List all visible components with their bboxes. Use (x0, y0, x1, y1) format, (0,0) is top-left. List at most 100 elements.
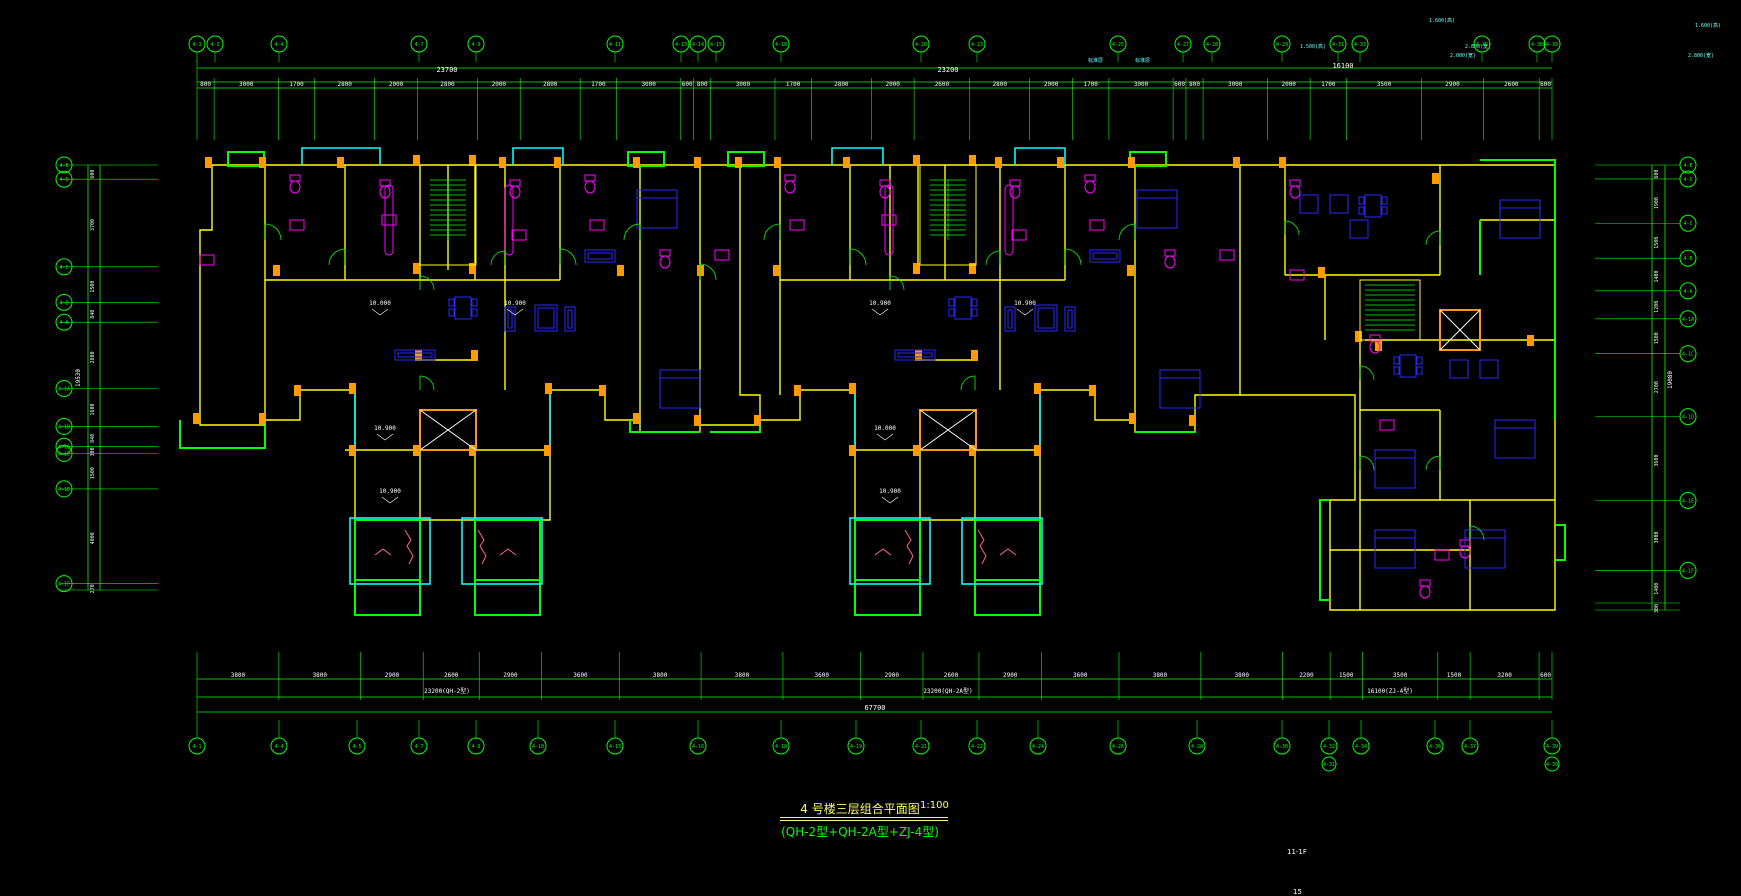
bed (1499, 199, 1541, 239)
axis-label-bottom: 4-39 (1546, 744, 1558, 750)
axis-bubble-bottom (1426, 737, 1444, 755)
title-underline-2 (780, 820, 948, 821)
door-swing (763, 223, 781, 241)
door-swing (889, 275, 905, 291)
axis-label-top: 4-11 (609, 42, 621, 48)
axis-bubble-right (1679, 408, 1697, 426)
axis-bubble-bottom (847, 737, 865, 755)
door-swing (490, 250, 506, 266)
column (545, 383, 552, 394)
sink (1011, 229, 1027, 241)
top-dim-segment: 2800 (834, 81, 849, 88)
column (259, 413, 266, 424)
column (694, 415, 701, 426)
column (349, 383, 356, 394)
elevation-label: 10.900 (1014, 300, 1036, 307)
axis-label-top: 4-23 (971, 42, 983, 48)
elevation-marker (371, 308, 389, 316)
corner-note: 15 (1293, 888, 1302, 896)
axis-label-left: 4-1B (58, 424, 70, 430)
axis-label-top: 4-1 (192, 42, 201, 48)
bed (636, 189, 678, 229)
axis-bubble-bottom (467, 737, 485, 755)
column (849, 445, 856, 456)
toilet-bowl (1419, 585, 1431, 599)
axis-bubble-bottom (1461, 737, 1479, 755)
axis-bubble-bottom (1029, 737, 1047, 755)
column (969, 263, 976, 274)
column (1233, 157, 1240, 168)
door-swing (849, 248, 867, 266)
axis-label-bottom: 4-37 (1464, 744, 1476, 750)
bottom-dim-segment: 3800 (653, 672, 668, 679)
axis-bubble-bottom (188, 737, 206, 755)
sofa (894, 349, 936, 361)
door-swing (559, 248, 577, 266)
toilet-bowl (1459, 545, 1471, 559)
column (773, 265, 780, 276)
sink (511, 229, 527, 241)
axis-label-top: 4-38 (1531, 42, 1543, 48)
left-dim-segment: 3700 (90, 219, 96, 231)
column (499, 157, 506, 168)
axis-label-bottom: 4-36 (1429, 744, 1441, 750)
axis-label-top: 4-15 (710, 42, 722, 48)
bed (1494, 419, 1536, 459)
door-swing (1284, 220, 1300, 236)
toilet-tank (1289, 179, 1301, 187)
column (413, 445, 420, 456)
top-dim-segment: 2000 (492, 81, 507, 88)
axis-bubble-right (1679, 310, 1697, 328)
column (471, 350, 478, 361)
chair (448, 308, 455, 317)
door-swing (1425, 230, 1441, 246)
axis-label-bottom: 4-28 (1191, 744, 1203, 750)
door-swing (1425, 455, 1441, 471)
left-dim-segment: 300 (90, 447, 96, 456)
axis-bubble-bottom-extra (1321, 756, 1337, 772)
column (913, 445, 920, 456)
axis-label-bottom: 4-1 (192, 744, 201, 750)
column (544, 445, 551, 456)
elevation-label: 10.900 (504, 300, 526, 307)
axis-bubble-left (55, 437, 73, 455)
axis-bubble-bottom (689, 737, 707, 755)
top-note: 1.600(高) (1695, 22, 1721, 29)
axis-label-right: 4-E (1683, 163, 1692, 169)
axis-bubble-left (55, 417, 73, 435)
axis-label-right: 4-1D (1682, 415, 1694, 421)
column (794, 385, 801, 396)
axis-bubble-right (1679, 345, 1697, 363)
axis-label-top: 4-7 (414, 42, 423, 48)
axis-label-right: 4-1F (1682, 568, 1694, 574)
chair (1381, 196, 1388, 205)
elevation-label: 10.000 (369, 300, 391, 307)
right-dim-segment: 3000 (1654, 531, 1660, 543)
top-note: 2.000(宽) (1450, 52, 1476, 59)
axis-label-right: 4-A (1683, 289, 1692, 295)
balcony-outlines (179, 151, 1566, 616)
chair (948, 308, 955, 317)
column (694, 157, 701, 168)
column (633, 157, 640, 168)
elevation-marker (376, 433, 394, 441)
axis-label-right: 4-D (1683, 177, 1692, 183)
bed (1464, 529, 1506, 569)
axis-label-top: 4-35 (1476, 42, 1488, 48)
axis-label-bottom: 4-26 (1112, 744, 1124, 750)
top-dim-segment: 2800 (337, 81, 352, 88)
axis-label-top: 4-9 (471, 42, 480, 48)
top-dim-segment: 2600 (1504, 81, 1519, 88)
column (1057, 157, 1064, 168)
column (913, 263, 920, 274)
axis-bubble-bottom (1109, 737, 1127, 755)
chair (1358, 196, 1365, 205)
sofa (534, 304, 558, 332)
axis-bubble-bottom (529, 737, 547, 755)
column (193, 413, 200, 424)
axis-label-top: 4-29 (1276, 42, 1288, 48)
top-dim-segment: 2800 (543, 81, 558, 88)
axis-bubble-bottom-extra (1544, 756, 1560, 772)
axis-label-left: 4-1F (58, 582, 70, 588)
